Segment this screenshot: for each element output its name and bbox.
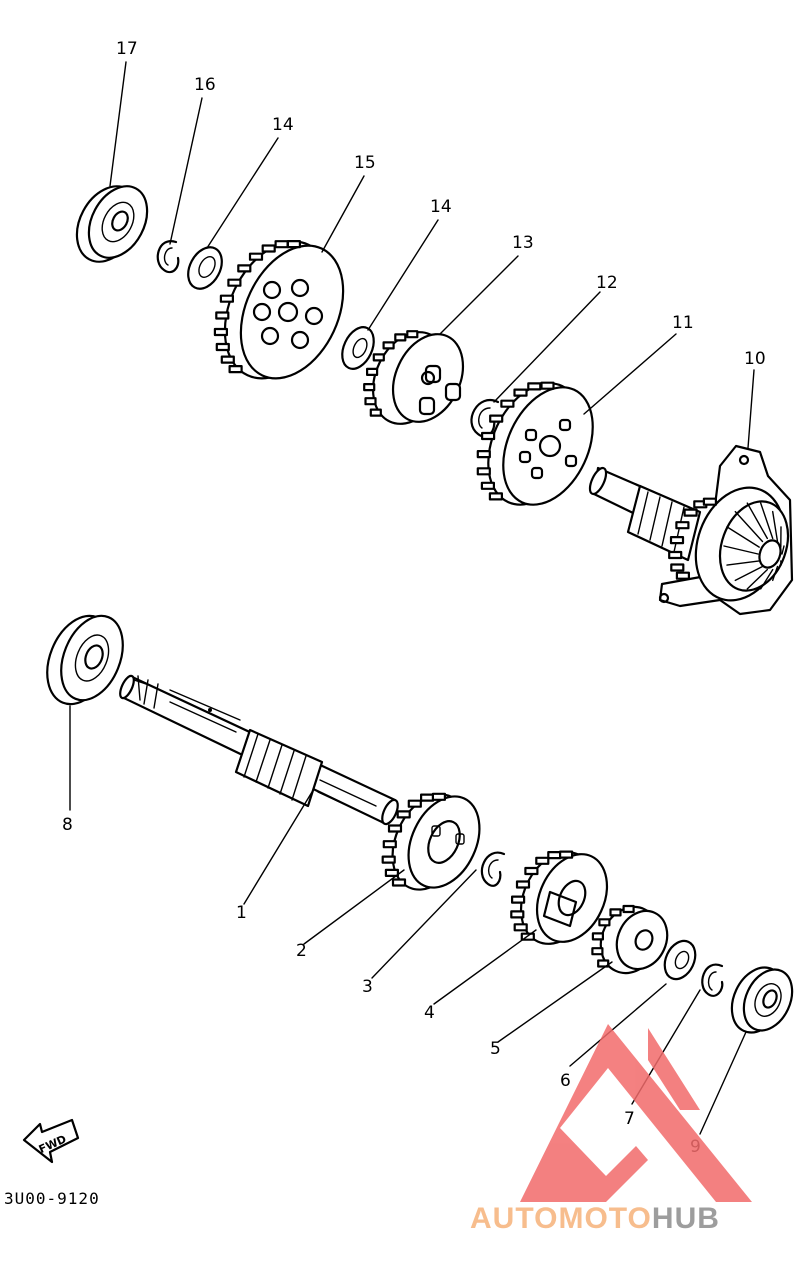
label-14-upper: 14: [272, 115, 294, 135]
fwd-arrow-icon: FWD: [22, 1118, 80, 1164]
part-4-gear: [510, 850, 609, 945]
label-12: 12: [596, 273, 618, 293]
part-14-washer-middle: [341, 326, 375, 370]
drawing-code: 3U00-9120: [4, 1189, 100, 1208]
part-17-bearing: [75, 185, 149, 263]
part-13-gear: [363, 330, 465, 425]
leader-lines: [69, 61, 755, 1135]
label-15: 15: [354, 153, 376, 173]
part-7-circlip: [701, 963, 724, 997]
part-6-washer: [663, 939, 697, 981]
part-14-washer-upper: [187, 246, 223, 290]
label-11: 11: [672, 313, 694, 333]
label-14-middle: 14: [430, 197, 452, 217]
part-11-gear: [476, 381, 594, 506]
label-4: 4: [424, 1003, 435, 1023]
part-3-circlip: [480, 851, 506, 887]
part-5-gear: [591, 904, 669, 975]
watermark-brand-part1: AUTOMOTO: [470, 1202, 652, 1235]
watermark-text: AUTOMOTOHUB: [470, 1202, 720, 1235]
label-13: 13: [512, 233, 534, 253]
label-5: 5: [490, 1039, 501, 1059]
part-16-circlip: [156, 240, 180, 274]
part-1-main-shaft: [119, 674, 399, 826]
watermark-triangle-icon: [520, 1024, 752, 1202]
part-labels: 17 16 14 15 14 13 12 11 10 8 1 2 3 4 5 6…: [62, 39, 766, 1157]
part-12-circlip: [470, 398, 500, 438]
watermark-triangle-inner-icon: [648, 1028, 700, 1110]
label-17: 17: [116, 39, 138, 59]
watermark-brand-part2: HUB: [652, 1202, 720, 1235]
label-1: 1: [236, 903, 247, 923]
part-8-bearing: [46, 614, 124, 706]
watermark-logo: AUTOMOTOHUB: [470, 1024, 752, 1235]
part-2-gear: [381, 792, 481, 891]
label-10: 10: [744, 349, 766, 369]
label-8: 8: [62, 815, 73, 835]
label-2: 2: [296, 941, 307, 961]
label-16: 16: [194, 75, 216, 95]
label-7: 7: [624, 1109, 635, 1129]
part-9-bearing: [730, 966, 794, 1034]
part-10-shaft-bracket: [588, 444, 794, 616]
label-3: 3: [362, 977, 373, 997]
part-15-gear: [213, 240, 345, 380]
label-6: 6: [560, 1071, 571, 1091]
